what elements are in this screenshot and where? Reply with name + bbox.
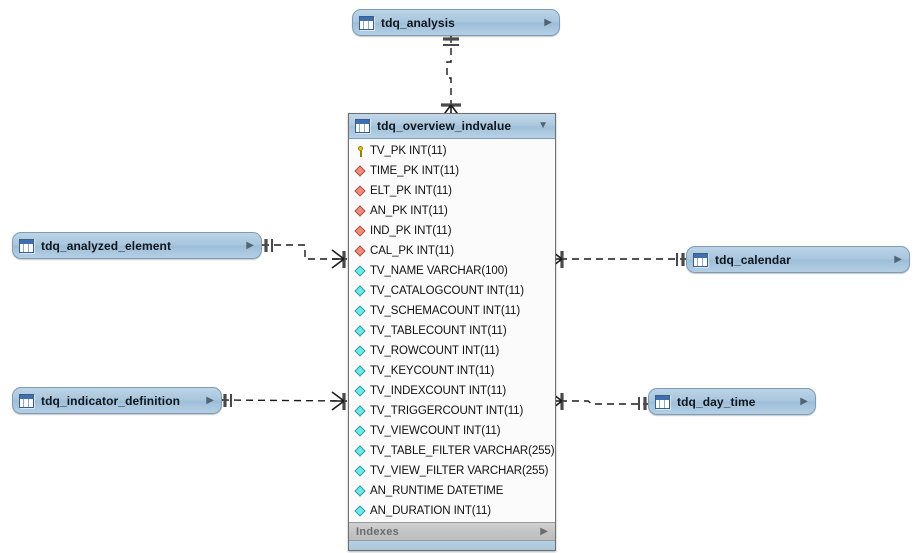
column-diamond-icon	[354, 505, 367, 518]
table-node-tdq-overview-indvalue[interactable]: tdq_overview_indvalue ▼ TV_PK INT(11) TI…	[348, 113, 556, 551]
column-row[interactable]: TV_TABLE_FILTER VARCHAR(255)	[349, 441, 555, 461]
table-node-tdq-indicator-definition[interactable]: tdq_indicator_definition ▶	[12, 387, 222, 414]
column-row[interactable]: TV_CATALOGCOUNT INT(11)	[349, 281, 555, 301]
column-label: TV_VIEW_FILTER VARCHAR(255)	[370, 465, 549, 477]
column-label: TV_NAME VARCHAR(100)	[370, 265, 508, 277]
column-row[interactable]: TV_TABLECOUNT INT(11)	[349, 321, 555, 341]
expand-arrow-icon[interactable]: ▶	[544, 16, 552, 28]
column-row[interactable]: TV_PK INT(11)	[349, 141, 555, 161]
indexes-section-toggle[interactable]: Indexes ▶	[349, 522, 555, 541]
column-label: IND_PK INT(11)	[370, 225, 452, 237]
foreign-key-diamond-icon	[354, 165, 367, 178]
table-icon	[693, 252, 708, 267]
column-diamond-icon	[354, 445, 367, 458]
indexes-label: Indexes	[356, 525, 400, 538]
table-header[interactable]: tdq_day_time ▶	[649, 389, 815, 414]
column-row[interactable]: TV_ROWCOUNT INT(11)	[349, 341, 555, 361]
column-label: AN_PK INT(11)	[370, 205, 448, 217]
table-node-tdq-calendar[interactable]: tdq_calendar ▶	[686, 246, 910, 273]
column-diamond-icon	[354, 425, 367, 438]
chevron-down-icon[interactable]: ▼	[538, 120, 548, 131]
column-row[interactable]: TV_TRIGGERCOUNT INT(11)	[349, 401, 555, 421]
column-row[interactable]: ELT_PK INT(11)	[349, 181, 555, 201]
table-icon	[19, 393, 34, 408]
column-row[interactable]: TV_SCHEMACOUNT INT(11)	[349, 301, 555, 321]
expand-arrow-icon[interactable]: ▶	[894, 253, 902, 265]
table-header[interactable]: tdq_analysis ▶	[353, 10, 559, 35]
table-icon	[655, 394, 670, 409]
column-diamond-icon	[354, 305, 367, 318]
column-label: TV_KEYCOUNT INT(11)	[370, 365, 495, 377]
column-list: TV_PK INT(11) TIME_PK INT(11) ELT_PK INT…	[349, 139, 555, 522]
relationship-analysis-to-overview[interactable]	[441, 36, 461, 118]
table-title: tdq_calendar	[715, 252, 791, 267]
foreign-key-diamond-icon	[354, 245, 367, 258]
foreign-key-diamond-icon	[354, 205, 367, 218]
table-header[interactable]: tdq_calendar ▶	[687, 247, 909, 272]
column-row[interactable]: TV_NAME VARCHAR(100)	[349, 261, 555, 281]
column-label: TV_SCHEMACOUNT INT(11)	[370, 305, 521, 317]
column-row[interactable]: CAL_PK INT(11)	[349, 241, 555, 261]
foreign-key-diamond-icon	[354, 225, 367, 238]
relationship-overview-to-day-time[interactable]	[549, 391, 648, 411]
column-label: CAL_PK INT(11)	[370, 245, 455, 257]
column-diamond-icon	[354, 385, 367, 398]
column-label: TIME_PK INT(11)	[370, 165, 460, 177]
column-diamond-icon	[354, 265, 367, 278]
key-icon	[354, 145, 367, 158]
table-icon	[359, 15, 374, 30]
column-label: AN_RUNTIME DATETIME	[370, 485, 504, 497]
column-label: TV_TRIGGERCOUNT INT(11)	[370, 405, 524, 417]
column-label: TV_VIEWCOUNT INT(11)	[370, 425, 501, 437]
column-label: TV_ROWCOUNT INT(11)	[370, 345, 500, 357]
column-row[interactable]: TV_INDEXCOUNT INT(11)	[349, 381, 555, 401]
expand-arrow-icon[interactable]: ▶	[206, 394, 214, 406]
column-row[interactable]: TIME_PK INT(11)	[349, 161, 555, 181]
column-label: TV_PK INT(11)	[370, 145, 447, 157]
table-header[interactable]: tdq_analyzed_element ▶	[13, 233, 261, 258]
foreign-key-diamond-icon	[354, 185, 367, 198]
column-diamond-icon	[354, 285, 367, 298]
table-title: tdq_day_time	[677, 394, 756, 409]
table-node-tdq-day-time[interactable]: tdq_day_time ▶	[648, 388, 816, 415]
relationship-analyzed-element-to-overview[interactable]	[262, 239, 347, 269]
column-diamond-icon	[354, 485, 367, 498]
expand-arrow-icon[interactable]: ▶	[246, 239, 254, 251]
column-row[interactable]: IND_PK INT(11)	[349, 221, 555, 241]
column-label: TV_CATALOGCOUNT INT(11)	[370, 285, 525, 297]
table-footer	[349, 541, 555, 550]
column-row[interactable]: AN_PK INT(11)	[349, 201, 555, 221]
table-title: tdq_indicator_definition	[41, 393, 181, 408]
table-title: tdq_analyzed_element	[41, 238, 172, 253]
column-row[interactable]: AN_RUNTIME DATETIME	[349, 481, 555, 501]
expand-arrow-icon[interactable]: ▶	[800, 395, 808, 407]
column-row[interactable]: AN_DURATION INT(11)	[349, 501, 555, 521]
column-row[interactable]: TV_VIEWCOUNT INT(11)	[349, 421, 555, 441]
chevron-right-icon[interactable]: ▶	[540, 525, 548, 537]
column-diamond-icon	[354, 345, 367, 358]
table-node-tdq-analysis[interactable]: tdq_analysis ▶	[352, 9, 560, 36]
column-diamond-icon	[354, 325, 367, 338]
column-label: TV_INDEXCOUNT INT(11)	[370, 385, 507, 397]
table-icon	[19, 238, 34, 253]
relationship-overview-to-calendar[interactable]	[549, 249, 686, 269]
table-icon	[355, 119, 370, 133]
table-header[interactable]: tdq_indicator_definition ▶	[13, 388, 221, 413]
column-diamond-icon	[354, 465, 367, 478]
column-label: ELT_PK INT(11)	[370, 185, 452, 197]
table-header[interactable]: tdq_overview_indvalue ▼	[349, 114, 555, 139]
column-label: TV_TABLECOUNT INT(11)	[370, 325, 507, 337]
column-diamond-icon	[354, 405, 367, 418]
table-node-tdq-analyzed-element[interactable]: tdq_analyzed_element ▶	[12, 232, 262, 259]
relationship-indicator-definition-to-overview[interactable]	[221, 391, 348, 411]
column-diamond-icon	[354, 365, 367, 378]
column-label: TV_TABLE_FILTER VARCHAR(255)	[370, 445, 555, 457]
table-title: tdq_overview_indvalue	[377, 119, 512, 133]
column-row[interactable]: TV_VIEW_FILTER VARCHAR(255)	[349, 461, 555, 481]
column-label: AN_DURATION INT(11)	[370, 505, 491, 517]
table-title: tdq_analysis	[381, 15, 455, 30]
column-row[interactable]: TV_KEYCOUNT INT(11)	[349, 361, 555, 381]
